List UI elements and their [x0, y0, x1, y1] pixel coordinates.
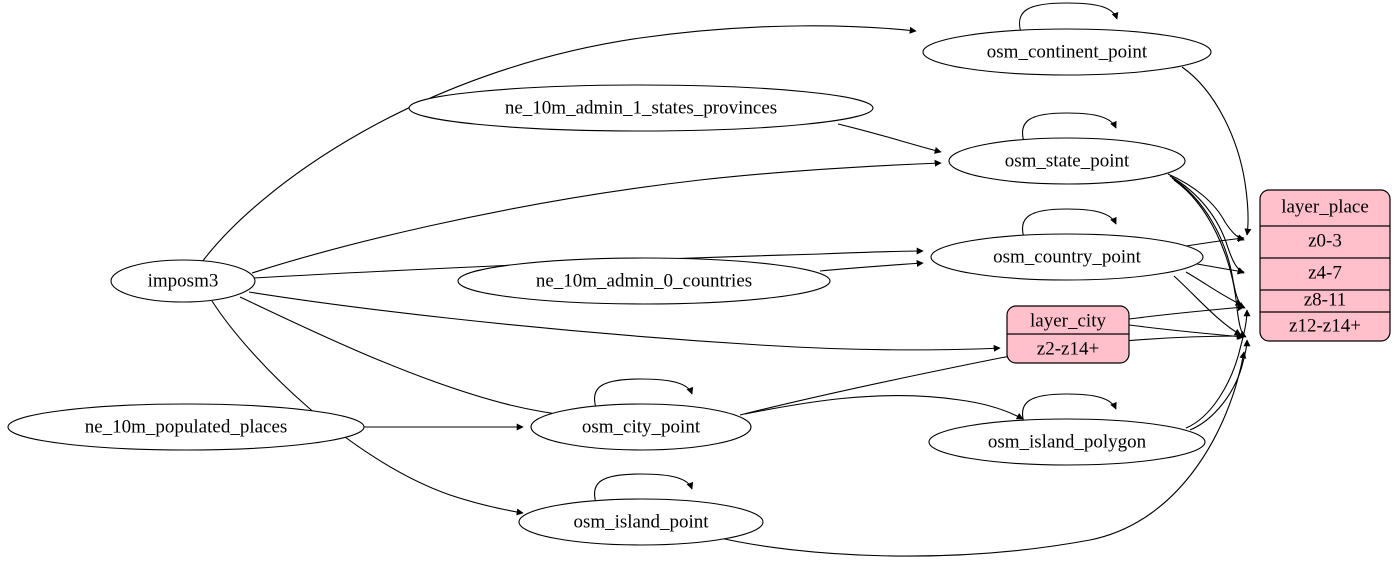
edge-layer-city-layer-place-z8-11	[1128, 304, 1245, 320]
layer-place-z12-z14-label: z12-z14+	[1289, 315, 1361, 336]
layer-place-z4-7-label: z4-7	[1308, 262, 1342, 283]
node-ne-10m-admin-0-countries[interactable]: ne_10m_admin_0_countries	[457, 257, 831, 305]
node-ne-10m-admin-1-states-provinces-label: ne_10m_admin_1_states_provinces	[505, 97, 777, 118]
node-osm-island-point[interactable]: osm_island_point	[518, 498, 764, 546]
node-imposm3-label: imposm3	[148, 270, 219, 291]
edge-osm-country-point-layer-place-z12	[1173, 275, 1242, 336]
edge-imposm3-osm-city-point	[239, 296, 573, 419]
edge-self-osm-state-point	[1021, 112, 1117, 146]
node-imposm3[interactable]: imposm3	[110, 259, 256, 303]
node-osm-island-polygon[interactable]: osm_island_polygon	[928, 418, 1206, 466]
layer-place-z8-11-label: z8-11	[1304, 289, 1347, 310]
edge-osm-country-point-layer-place-z4-7	[1196, 263, 1245, 275]
node-ne-10m-admin-1-states-provinces[interactable]: ne_10m_admin_1_states_provinces	[408, 84, 874, 132]
node-ne-10m-populated-places-label: ne_10m_populated_places	[85, 416, 288, 437]
layer-city-z2-z14-label: z2-z14+	[1037, 338, 1099, 359]
node-osm-island-point-label: osm_island_point	[573, 511, 709, 532]
edge-imposm3-osm-state-point	[251, 159, 942, 274]
node-ne-10m-admin-0-countries-label: ne_10m_admin_0_countries	[536, 270, 752, 291]
edge-osm-city-point-layer-place-z12	[739, 332, 1244, 416]
node-layer-city[interactable]: layer_city z2-z14+	[1006, 305, 1130, 364]
node-osm-island-polygon-label: osm_island_polygon	[988, 431, 1147, 452]
edge-imposm3-osm-island-point	[211, 300, 524, 516]
node-layer: imposm3 ne_10m_populated_places ne_10m_a…	[7, 28, 1391, 546]
edge-states-provinces-osm-state-point	[837, 123, 942, 154]
edge-layer-city-layer-place-z12	[1128, 324, 1245, 340]
node-osm-country-point[interactable]: osm_country_point	[930, 233, 1204, 281]
edge-layer	[201, 2, 1252, 557]
edge-osm-city-point-osm-island-polygon	[744, 395, 1024, 420]
layer-place-z0-3-label: z0-3	[1308, 230, 1342, 251]
node-osm-state-point-label: osm_state_point	[1005, 150, 1130, 171]
edge-self-osm-island-polygon	[1021, 393, 1117, 427]
node-ne-10m-populated-places[interactable]: ne_10m_populated_places	[7, 403, 365, 451]
node-osm-continent-point[interactable]: osm_continent_point	[922, 28, 1212, 76]
node-layer-place[interactable]: layer_place z0-3 z4-7 z8-11 z12-z14+	[1259, 189, 1391, 342]
edge-osm-island-polygon-layer-place-z12	[1189, 339, 1251, 431]
edge-self-osm-country-point	[1021, 208, 1117, 242]
layer-city-header-label: layer_city	[1030, 310, 1106, 331]
node-osm-continent-point-label: osm_continent_point	[987, 41, 1148, 62]
node-osm-city-point-label: osm_city_point	[582, 416, 701, 437]
edge-osm-continent-point-layer-place-z0-3	[1181, 66, 1252, 236]
edge-osm-country-point-layer-place-z0-3	[1179, 235, 1245, 248]
edge-osm-island-point-layer-place-z12	[715, 351, 1247, 557]
edge-imposm3-osm-continent-point	[201, 25, 917, 263]
edge-self-osm-city-point	[593, 378, 694, 412]
node-osm-country-point-label: osm_country_point	[993, 246, 1141, 267]
edge-osm-state-point-layer-place-z0-3	[1167, 173, 1245, 242]
edge-admin0-countries-osm-country-point	[819, 259, 924, 272]
edge-osm-country-point-layer-place-z8-11	[1185, 271, 1243, 306]
layer-place-header-label: layer_place	[1281, 196, 1369, 217]
edge-self-osm-continent-point	[1018, 2, 1119, 37]
node-osm-city-point[interactable]: osm_city_point	[530, 403, 752, 451]
edge-self-osm-island-point	[593, 473, 694, 507]
edge-imposm3-layer-city	[248, 291, 1001, 352]
edge-osm-island-polygon-layer-place-z8-11	[1185, 309, 1251, 429]
node-osm-state-point[interactable]: osm_state_point	[948, 137, 1186, 185]
